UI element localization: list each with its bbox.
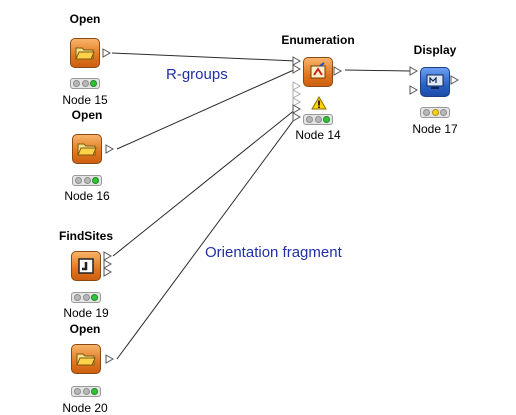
status-indicator [70, 78, 100, 89]
output-port[interactable] [450, 75, 460, 85]
output-port[interactable] [105, 354, 115, 364]
node-label: Node 14 [295, 128, 341, 142]
warning-icon [311, 96, 327, 110]
connection-enumeration-display[interactable] [344, 69, 411, 72]
output-port[interactable] [105, 144, 115, 154]
input-port[interactable] [292, 81, 302, 91]
node-label: Node 15 [62, 93, 108, 107]
status-indicator [420, 107, 450, 118]
status-indicator [303, 114, 333, 125]
annotation-orientation-fragment: Orientation fragment [205, 244, 342, 261]
node-title: Enumeration [281, 33, 355, 47]
annotation-r-groups: R-groups [166, 66, 228, 83]
input-port[interactable] [409, 85, 419, 95]
display-monitor-icon[interactable] [420, 67, 450, 97]
output-port[interactable] [103, 267, 113, 277]
node-title: Open [71, 108, 103, 122]
status-indicator [72, 175, 102, 186]
connection-open16-enumeration[interactable] [116, 68, 297, 150]
input-port[interactable] [292, 97, 302, 107]
input-port[interactable] [292, 56, 302, 66]
find-sites-icon[interactable] [71, 251, 101, 281]
connection-findsites-enumeration[interactable] [112, 108, 297, 257]
status-indicator [71, 386, 101, 397]
node-title: Display [413, 43, 457, 57]
node-title: FindSites [58, 229, 113, 243]
node-label: Node 17 [412, 122, 458, 136]
output-port[interactable] [103, 259, 113, 269]
connection-open15-enumeration[interactable] [111, 52, 297, 62]
output-port[interactable] [102, 48, 112, 58]
node-title: Open [69, 322, 101, 336]
enumeration-icon[interactable] [303, 57, 333, 87]
output-port[interactable] [333, 66, 343, 76]
input-port[interactable] [292, 104, 302, 114]
node-label: Node 19 [63, 306, 109, 320]
node-label: Node 16 [64, 189, 110, 203]
node-title: Open [69, 12, 101, 26]
node-label: Node 20 [62, 401, 108, 415]
folder-open-icon[interactable] [70, 38, 100, 68]
folder-open-icon[interactable] [71, 344, 101, 374]
status-indicator [71, 292, 101, 303]
input-port[interactable] [292, 64, 302, 74]
output-port[interactable] [103, 251, 113, 261]
connection-open20-enumeration[interactable] [116, 116, 297, 360]
input-port[interactable] [292, 112, 302, 122]
input-port[interactable] [409, 66, 419, 76]
folder-open-icon[interactable] [72, 134, 102, 164]
input-port[interactable] [292, 89, 302, 99]
